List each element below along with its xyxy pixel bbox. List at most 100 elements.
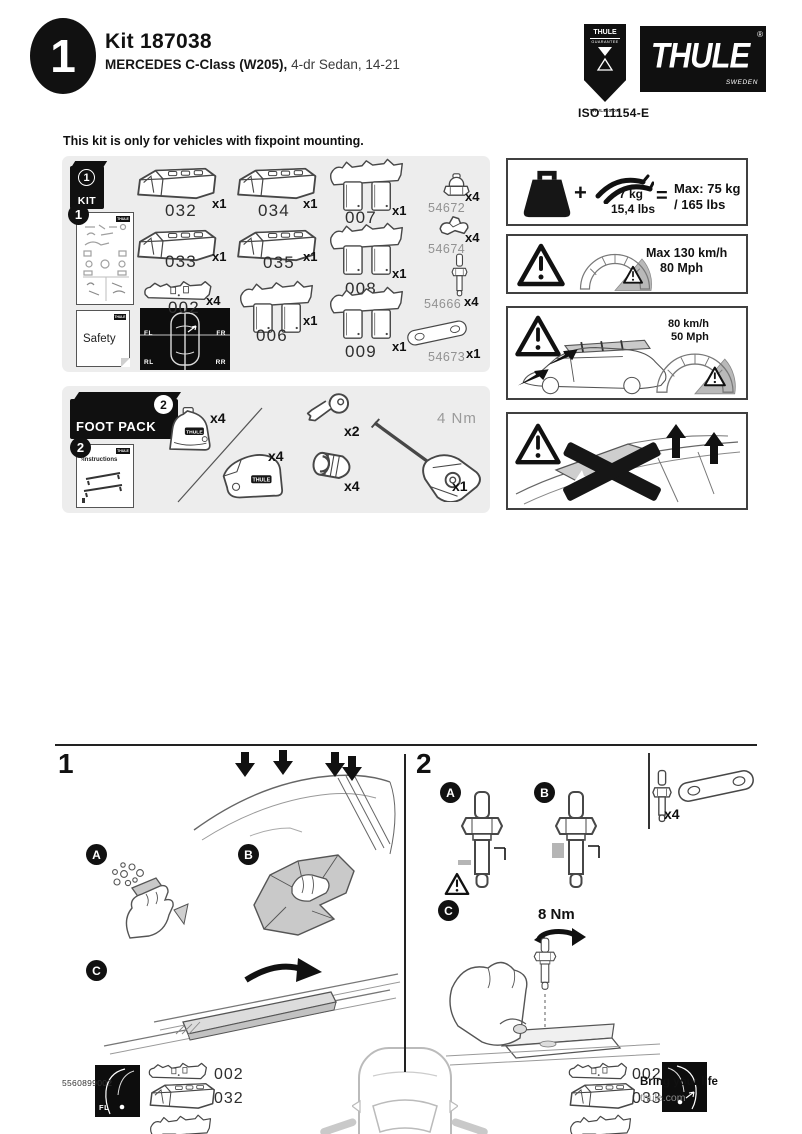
roof-fixpoints-illustration [193, 750, 396, 855]
equals-sign: = [656, 185, 668, 207]
fixpoint-notice: This kit is only for vehicles with fixpo… [63, 134, 364, 148]
step-1-clean-roof: 1 A B [50, 748, 401, 1068]
bars-sketch [83, 472, 123, 498]
warning-max-speed: Max 130 km/h 80 Mph [506, 234, 748, 294]
fitting-position-minimap: FL FR RL RR [140, 308, 230, 370]
minimap-rl: RL [144, 359, 154, 366]
bolt-a-drawing [458, 788, 506, 892]
part-54674-qty: x4 [465, 230, 480, 245]
part-54672-label: 54672 [428, 201, 466, 215]
max-speed-kmh: Max 130 km/h [646, 246, 728, 260]
bar-weight-kg: 7 kg [619, 187, 644, 201]
vehicle-name: MERCEDES C-Class (W205), [105, 57, 288, 72]
minimap-rr: RR [215, 359, 226, 366]
part-006-label: 006 [256, 326, 288, 345]
foot-pack-label: FOOT PACK [76, 419, 157, 434]
hardware-divider [648, 753, 650, 829]
part-008-qty: x1 [392, 266, 407, 281]
warning-triangle-icon [514, 422, 562, 466]
stack-fr-pad [562, 1080, 638, 1112]
bolt-torque-scene [445, 928, 661, 1066]
part-035-label: 035 [263, 253, 295, 272]
kit-icon-badge: 1 [78, 169, 95, 186]
part-034-label: 034 [258, 201, 290, 220]
part-54666-drawing [450, 252, 469, 298]
hardware-qty: x4 [664, 806, 680, 822]
thule-guarantee-badge: THULE GUARANTEE THULE.COM [584, 24, 626, 124]
vehicle-subtitle: MERCEDES C-Class (W205), 4-dr Sedan, 14-… [105, 57, 400, 72]
step-2c-badge: C [438, 900, 459, 921]
stack-fl-part-1: 032 [214, 1090, 244, 1107]
part-032-qty: x1 [212, 196, 227, 211]
part-54666-label: 54666 [424, 297, 462, 311]
kit-leaflet-badge: 1 [68, 204, 89, 225]
plate-small-drawing [674, 766, 758, 806]
foot-pack-leaflet-badge: 2 [70, 437, 91, 458]
foot-front-qty: x4 [210, 410, 226, 426]
thule-logo-text: THULE [650, 35, 750, 76]
locks-qty: x4 [344, 478, 360, 494]
stack-fl-part-0: 002 [214, 1066, 244, 1083]
stack-fl-adapter [148, 1114, 214, 1134]
thule-tag: THULE [116, 216, 130, 222]
bar-weight-lbs: 15,4 lbs [611, 202, 656, 216]
part-033-qty: x1 [212, 249, 227, 264]
corner-box-fl: FL [95, 1065, 140, 1117]
safety-label: Safety [83, 333, 116, 345]
safety-document: THULE Safety [76, 310, 130, 367]
brand-tagline: Bring your life [640, 1076, 718, 1088]
max-load-kg: Max: 75 kg [674, 181, 741, 196]
part-034-qty: x1 [303, 196, 318, 211]
guarantee-website: THULE.COM [589, 108, 621, 113]
part-54674-label: 54674 [428, 242, 466, 256]
part-54673-drawing [404, 316, 470, 350]
part-009-qty: x1 [392, 339, 407, 354]
keys-qty: x2 [344, 423, 360, 439]
step-2a-badge: A [440, 782, 461, 803]
thule-tag: THULE [116, 448, 130, 454]
document-code: 5560899002 [62, 1078, 113, 1088]
weight-icon [520, 169, 574, 219]
max-speed-mph: 80 Mph [660, 261, 704, 275]
thule-logo: THULE ® SWEDEN [640, 26, 766, 92]
part-009-drawing [328, 286, 406, 341]
minimap-car-top-view [140, 308, 230, 370]
speedometer-icon [652, 342, 738, 396]
guarantee-shield: THULE GUARANTEE [584, 24, 626, 102]
iso-standard: ISO 11154-E [578, 106, 650, 120]
foot-pack-box-icon: 2 FOOT PACK [70, 392, 182, 440]
part-009-label: 009 [345, 342, 377, 361]
folded-corner [121, 358, 130, 367]
steps-top-rule [55, 744, 757, 746]
brand-website: thule.com [640, 1092, 686, 1104]
foot-side-qty: x4 [268, 448, 284, 464]
torque-value-4nm: 4 Nm [437, 410, 477, 427]
part-54672-qty: x4 [465, 189, 480, 204]
car-roof-load-icon [517, 339, 667, 395]
step-1b-badge: B [238, 844, 259, 865]
hourglass-icon [596, 47, 614, 71]
stack-fr-adapter [568, 1114, 634, 1134]
registered-mark: ® [757, 30, 763, 39]
stack-fr-part-0: 002 [632, 1066, 662, 1083]
part-54673-label: 54673 [428, 350, 466, 364]
speedometer-icon [576, 244, 654, 292]
part-002-label: 002 [168, 298, 200, 317]
stack-fl-pad [142, 1080, 218, 1112]
part-035-qty: x1 [303, 249, 318, 264]
steps-column-divider [404, 754, 406, 1072]
stack-fr-part-1: 033 [632, 1090, 662, 1107]
warning-unsecured-load [506, 412, 748, 510]
page-step-badge: 1 [30, 18, 96, 94]
part-033-label: 033 [165, 252, 197, 271]
part-032-drawing [128, 164, 220, 203]
torque-key-qty: x1 [452, 478, 468, 494]
guarantee-brand: THULE [593, 29, 617, 36]
bolt-b-drawing [552, 788, 600, 892]
kit-box-icon: 1 KIT [70, 161, 110, 209]
feet-divider-line [177, 407, 263, 503]
minimap-fl: FL [144, 330, 153, 337]
step-2-number: 2 [416, 748, 432, 779]
torque-value-8nm: 8 Nm [538, 906, 575, 923]
vehicle-variant: 4-dr Sedan, 14-21 [291, 57, 400, 72]
